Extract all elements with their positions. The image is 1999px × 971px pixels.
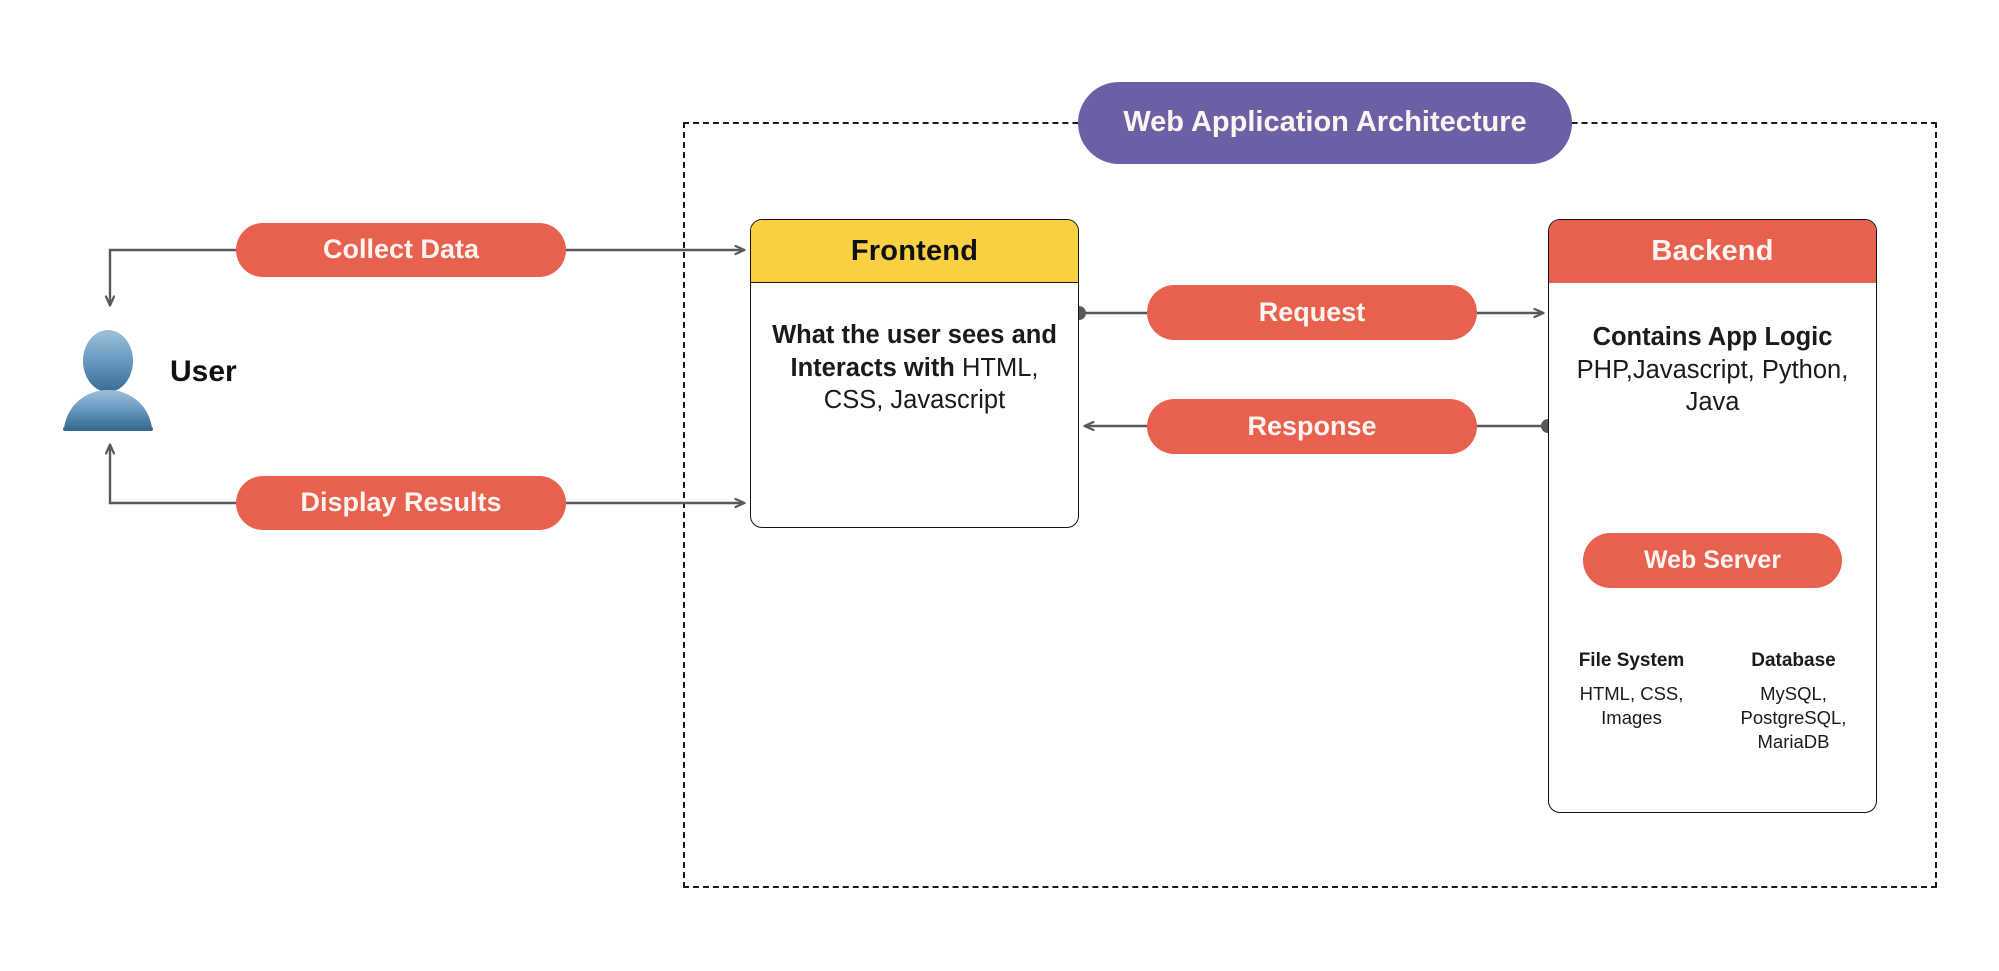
file-system-column: File System HTML, CSS, Images — [1572, 650, 1692, 754]
backend-tagline-bold: Contains App Logic — [1592, 323, 1833, 351]
frontend-card[interactable]: Frontend What the user sees and Interact… — [750, 219, 1079, 528]
frontend-header: Frontend — [751, 220, 1078, 283]
backend-subsystems: File System HTML, CSS, Images Database M… — [1548, 650, 1877, 754]
frontend-body-bold: What the user sees and Interacts with — [772, 321, 1057, 382]
collect-data-pill[interactable]: Collect Data — [236, 223, 566, 277]
frontend-body-rest: HTML, CSS, Javascript — [823, 353, 1039, 415]
file-system-title: File System — [1578, 650, 1685, 671]
backend-tagline: Contains App Logic PHP,Javascript, Pytho… — [1549, 321, 1876, 419]
connector-display-to-user — [110, 445, 236, 505]
user-avatar-icon — [63, 330, 153, 431]
database-title: Database — [1751, 650, 1836, 671]
connector-collect-to-user — [110, 248, 236, 305]
request-pill[interactable]: Request — [1147, 285, 1477, 340]
backend-tagline-rest: PHP,Javascript, Python, Java — [1576, 355, 1849, 417]
database-column: Database MySQL, PostgreSQL, MariaDB — [1734, 650, 1854, 754]
backend-card[interactable]: Backend Contains App Logic PHP,Javascrip… — [1548, 219, 1877, 813]
user-label: User — [170, 355, 237, 388]
web-server-pill[interactable]: Web Server — [1583, 533, 1842, 588]
response-pill[interactable]: Response — [1147, 399, 1477, 454]
file-system-text: HTML, CSS, Images — [1579, 683, 1684, 729]
backend-header: Backend — [1549, 220, 1876, 283]
diagram-title: Web Application Architecture — [1078, 82, 1572, 164]
backend-body: Contains App Logic PHP,Javascript, Pytho… — [1549, 321, 1876, 419]
frontend-body: What the user sees and Interacts with HT… — [751, 283, 1078, 417]
database-text: MySQL, PostgreSQL, MariaDB — [1740, 683, 1847, 753]
display-results-pill[interactable]: Display Results — [236, 476, 566, 530]
